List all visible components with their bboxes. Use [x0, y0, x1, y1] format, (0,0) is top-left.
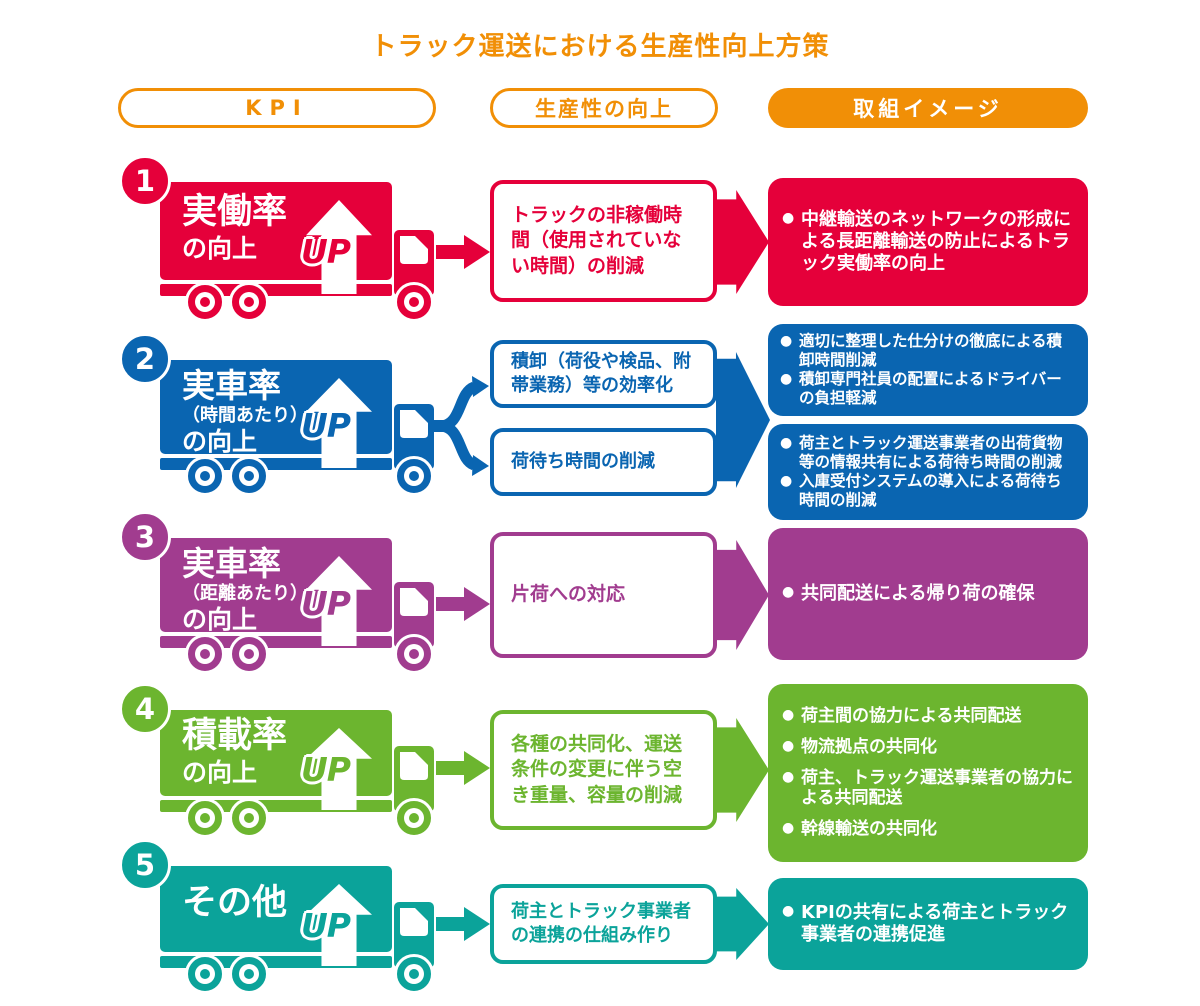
measure-box: トラックの非稼働時間（使用されていない時間）の削減: [490, 180, 717, 302]
column-header-kpi: KPI: [118, 88, 436, 128]
initiative-item: 入庫受付システムの導入による荷待ち時間の削減: [780, 472, 1076, 510]
truck-wheel: [394, 954, 434, 994]
truck-wheel: [229, 798, 269, 838]
kpi-main-label: 実車率: [182, 544, 281, 583]
truck-wheel: [185, 954, 225, 994]
row-number-badge: 1: [119, 155, 171, 207]
truck-wheel: [394, 282, 434, 322]
initiative-box: 荷主間の協力による共同配送 物流拠点の共同化 荷主、トラック運送事業者の協力によ…: [768, 684, 1088, 862]
kpi-truck-icon: その他 UP: [160, 866, 450, 1006]
truck-cab: [394, 404, 434, 470]
truck-wheel: [185, 282, 225, 322]
truck-wheel: [229, 634, 269, 674]
row-number-badge: 5: [119, 839, 171, 891]
kpi-main-label: 実車率: [182, 366, 281, 405]
initiative-item: 適切に整理した仕分けの徹底による積卸時間削減: [780, 332, 1076, 370]
initiative-box: 共同配送による帰り荷の確保: [768, 528, 1088, 660]
truck-wheel: [185, 456, 225, 496]
split-connector-icon: [432, 376, 489, 476]
column-header-productivity: 生産性の向上: [490, 88, 718, 128]
kpi-label: その他: [182, 882, 332, 923]
truck-wheel: [185, 798, 225, 838]
up-label: UP: [301, 406, 351, 445]
row-number-badge: 3: [119, 511, 171, 563]
initiative-item: 荷主、トラック運送事業者の協力による共同配送: [782, 768, 1074, 809]
flow-arrow-icon: [436, 751, 490, 785]
initiative-box: 中継輸送のネットワークの形成による長距離輸送の防止によるトラック実働率の向上: [768, 178, 1088, 306]
row-number-badge: 4: [119, 683, 171, 735]
kpi-truck-icon: 実車率 （時間あたり） の向上 UP: [160, 360, 450, 516]
big-arrow-icon: [716, 352, 770, 488]
kpi-label: 実車率 （時間あたり） の向上: [182, 368, 332, 455]
initiative-item: 荷主とトラック運送事業者の出荷貨物等の情報共有による荷待ち時間の削減: [780, 434, 1076, 472]
measure-text: 荷主とトラック事業者の連携の仕組み作り: [511, 900, 691, 946]
measure-box: 荷待ち時間の削減: [490, 428, 717, 496]
up-label: UP: [301, 232, 351, 271]
initiative-item: 物流拠点の共同化: [782, 737, 1074, 758]
kpi-main-label: 実働率: [182, 192, 288, 232]
up-arrow-icon: [306, 728, 372, 810]
initiative-box: 荷主とトラック運送事業者の出荷貨物等の情報共有による荷待ち時間の削減 入庫受付シ…: [768, 424, 1088, 520]
truck-cab: [394, 582, 434, 648]
measure-box: 片荷への対応: [490, 532, 717, 658]
initiative-item: KPIの共有による荷主とトラック事業者の連携促進: [782, 902, 1074, 946]
kpi-truck-icon: 実車率 （距離あたり） の向上 UP: [160, 538, 450, 694]
kpi-sub-label: （距離あたり）: [182, 582, 308, 604]
kpi-main-label: 積載率: [182, 716, 288, 756]
flow-arrow-icon: [436, 907, 490, 941]
up-label: UP: [301, 906, 351, 945]
initiative-item: 中継輸送のネットワークの形成による長距離輸送の防止によるトラック実働率の向上: [782, 209, 1074, 275]
truck-wheel: [229, 954, 269, 994]
diagram-title: トラック運送における生産性向上方策: [370, 32, 830, 62]
measure-text: 積卸（荷役や検品、附帯業務）等の効率化: [511, 350, 691, 396]
measure-box: 各種の共同化、運送条件の変更に伴う空き重量、容量の削減: [490, 710, 717, 830]
truck-cab: [394, 902, 434, 968]
measure-box: 積卸（荷役や検品、附帯業務）等の効率化: [490, 340, 717, 408]
kpi-truck-icon: 実働率 の向上 UP: [160, 182, 450, 342]
kpi-bottom-label: の向上: [182, 757, 258, 787]
up-arrow-icon: [306, 884, 372, 966]
up-arrow-icon: [306, 378, 372, 468]
up-arrow-icon: [306, 200, 372, 294]
initiative-item: 幹線輸送の共同化: [782, 819, 1074, 840]
up-label: UP: [301, 750, 351, 789]
kpi-label: 積載率 の向上: [182, 716, 332, 787]
truck-wheel: [229, 456, 269, 496]
flow-arrow-icon: [436, 587, 490, 621]
truck-wheel: [229, 282, 269, 322]
row-number-badge: 2: [119, 333, 171, 385]
truck-wheel: [394, 634, 434, 674]
measure-text: 各種の共同化、運送条件の変更に伴う空き重量、容量の削減: [511, 732, 683, 806]
initiative-box: KPIの共有による荷主とトラック事業者の連携促進: [768, 878, 1088, 970]
truck-wheel: [394, 798, 434, 838]
kpi-truck-icon: 積載率 の向上 UP: [160, 710, 450, 858]
big-arrow-icon: [717, 190, 769, 294]
measure-text: 荷待ち時間の削減: [511, 450, 655, 472]
big-arrow-icon: [717, 718, 769, 822]
up-arrow-icon: [306, 556, 372, 646]
kpi-bottom-label: の向上: [182, 233, 258, 263]
kpi-main-label: その他: [182, 882, 288, 923]
initiative-item: 荷主間の協力による共同配送: [782, 706, 1074, 727]
kpi-label: 実車率 （距離あたり） の向上: [182, 546, 332, 633]
initiative-box: 適切に整理した仕分けの徹底による積卸時間削減 積卸専門社員の配置によるドライバー…: [768, 324, 1088, 416]
initiative-item: 積卸専門社員の配置によるドライバーの負担軽減: [780, 370, 1076, 408]
big-arrow-icon: [717, 540, 769, 650]
measure-text: トラックの非稼働時間（使用されていない時間）の削減: [511, 203, 683, 277]
measure-box: 荷主とトラック事業者の連携の仕組み作り: [490, 884, 717, 964]
kpi-sub-label: （時間あたり）: [182, 404, 308, 426]
initiative-item: 共同配送による帰り荷の確保: [782, 583, 1074, 605]
flow-arrow-icon: [436, 235, 490, 269]
column-header-initiative: 取組イメージ: [768, 88, 1088, 128]
kpi-label: 実働率 の向上: [182, 192, 332, 263]
up-label: UP: [301, 584, 351, 623]
truck-wheel: [185, 634, 225, 674]
measure-text: 片荷への対応: [511, 583, 626, 606]
truck-cab: [394, 746, 434, 812]
kpi-bottom-label: の向上: [182, 605, 258, 635]
truck-cab: [394, 230, 434, 296]
truck-wheel: [394, 456, 434, 496]
big-arrow-icon: [717, 888, 769, 960]
kpi-bottom-label: の向上: [182, 427, 258, 457]
